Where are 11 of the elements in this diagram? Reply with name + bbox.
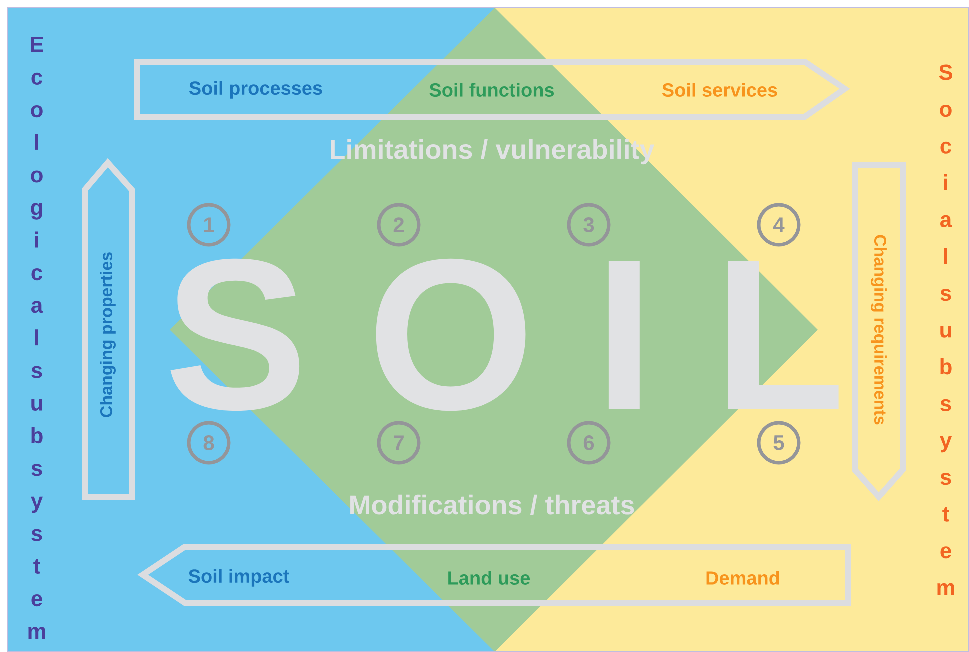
vertical-title: Ecological subsystem [28,37,46,639]
arrow-label: Changing properties [100,252,116,418]
arrow-label: Soil services [662,83,778,97]
arrow-label: Soil impact [188,569,290,587]
arrow-label: Soil functions [430,83,554,97]
arrow-label: Land use [448,571,530,585]
arrow-label: Demand [706,571,780,585]
vertical-title: Social subsystem [938,64,954,596]
arrow-label: Changing requirements [871,235,887,425]
arrow-label: Soil processes [190,81,322,99]
heading: Modifications / threats [350,494,634,516]
